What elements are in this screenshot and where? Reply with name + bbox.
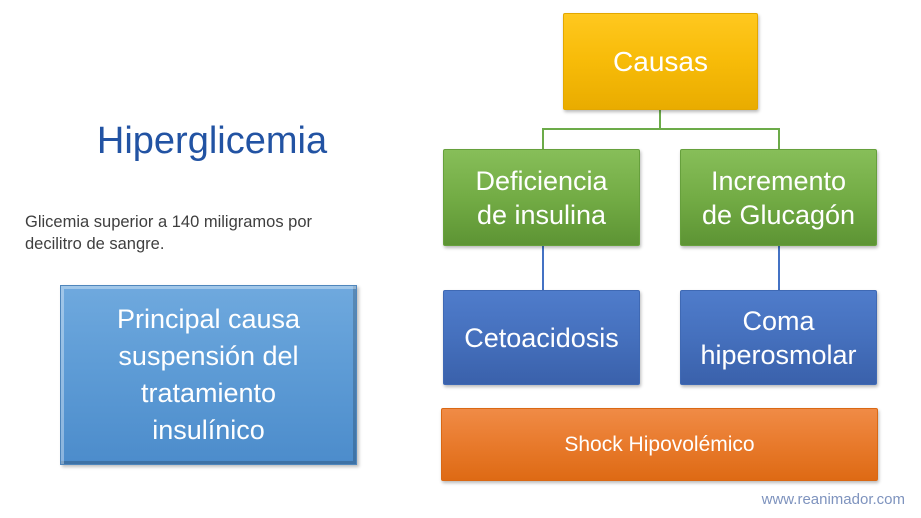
slide-title: Hiperglicemia bbox=[96, 120, 328, 162]
node-causas: Causas bbox=[563, 13, 758, 110]
node-deficiencia-insulina: Deficiencia de insulina bbox=[443, 149, 640, 246]
node-label-line: Incremento bbox=[710, 165, 847, 196]
callout-line: Principal causa bbox=[116, 304, 301, 334]
node-label-line: hiperosmolar bbox=[700, 339, 857, 370]
watermark-url: www.reanimador.com bbox=[761, 491, 905, 508]
node-label-line: de insulina bbox=[476, 199, 607, 230]
callout-line: insulínico bbox=[152, 415, 265, 445]
callout-line: suspensión del bbox=[118, 341, 299, 371]
node-label-line: de Glucagón bbox=[701, 199, 856, 230]
callout-box: Principal causa suspensión del tratamien… bbox=[60, 285, 357, 465]
definition-text: Glicemia superior a 140 miligramos por d… bbox=[25, 213, 313, 254]
node-label: Cetoacidosis bbox=[464, 322, 619, 353]
connector-leaf-right bbox=[778, 246, 780, 290]
node-cetoacidosis: Cetoacidosis bbox=[443, 290, 640, 385]
node-label-line: Deficiencia bbox=[475, 165, 608, 196]
connector-horizontal bbox=[542, 128, 780, 130]
connector-branch-right bbox=[778, 128, 780, 149]
node-incremento-glucagon: Incremento de Glucagón bbox=[680, 149, 877, 246]
node-label: Shock Hipovolémico bbox=[564, 432, 755, 456]
connector-leaf-left bbox=[542, 246, 544, 290]
connector-branch-left bbox=[542, 128, 544, 149]
node-label-line: Coma bbox=[742, 305, 815, 336]
callout-line: tratamiento bbox=[140, 378, 277, 408]
connector-root-vertical bbox=[659, 110, 661, 129]
node-shock-hipovolemico: Shock Hipovolémico bbox=[441, 408, 878, 481]
node-label: Causas bbox=[613, 45, 708, 77]
node-coma-hiperosmolar: Coma hiperosmolar bbox=[680, 290, 877, 385]
